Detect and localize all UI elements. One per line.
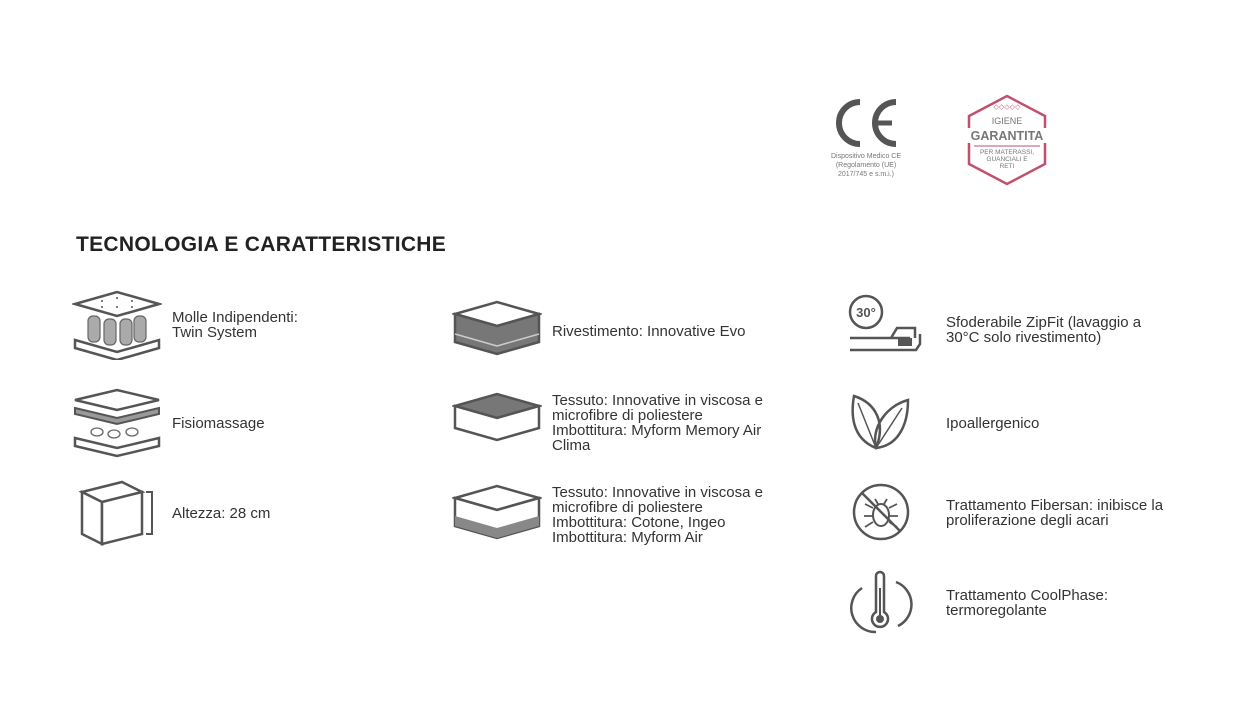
feature-height: Altezza: 28 cm [72,478,270,548]
feature-label: Molle Indipendenti: [172,309,298,326]
feature-pocket-springs: Molle Indipendenti:Twin System [72,290,298,360]
feature-label: microfibre di poliestere [552,407,703,424]
feature-label: Twin System [172,324,258,341]
feature-label: Sfoderabile ZipFit (lavaggio a [946,314,1142,331]
mattress-height-icon [78,480,153,547]
feature-label: Imbottitura: Myform Memory Air [552,422,762,439]
svg-text:IGIENE: IGIENE [992,116,1023,126]
feature-label: Fisiomassage [172,414,265,432]
igiene-garantita-badge: ◇◇◇◇◇ IGIENE GARANTITA PER MATERASSI, GU… [962,94,1052,186]
mattress-cover-icon [452,300,542,356]
wash-30-zip-icon: 30° [848,294,922,352]
feature-myform-air: Tessuto: Innovative in viscosa e microfi… [452,480,763,550]
feature-label: microfibre di poliestere [552,499,703,516]
svg-text:◇◇◇◇◇: ◇◇◇◇◇ [994,104,1022,111]
no-mites-icon [852,483,910,541]
feature-memory-air: Tessuto: Innovative in viscosa e microfi… [452,388,763,458]
pocket-springs-icon [72,290,162,360]
feature-label: Imbottitura: Myform Air [552,529,703,546]
thermometer-cycle-icon [850,570,913,634]
feature-label: Altezza: 28 cm [172,504,271,522]
svg-text:PER MATERASSI,: PER MATERASSI, [980,149,1034,156]
feature-label: proliferazione degli acari [946,512,1109,529]
feature-cover: Rivestimento: Innovative Evo [452,296,745,366]
svg-text:GARANTITA: GARANTITA [971,129,1044,143]
feature-label: Trattamento Fibersan: inibisce la [946,497,1164,514]
feature-label: Tessuto: Innovative in viscosa e [552,484,763,501]
feature-label: Clima [552,437,591,454]
air-layer-icon [452,484,542,540]
feature-label: 30°C solo rivestimento) [946,329,1102,346]
feature-label: Tessuto: Innovative in viscosa e [552,392,763,409]
section-title: TECNOLOGIA E CARATTERISTICHE [76,233,447,256]
ce-caption: Dispositivo Medico CE (Regolamento (UE) … [830,153,902,178]
feature-label: Rivestimento: Innovative Evo [552,322,746,340]
feature-label: termoregolante [946,602,1047,619]
svg-text:RETI: RETI [1000,163,1015,170]
memory-layer-icon [452,392,542,442]
svg-text:GUANCIALI E: GUANCIALI E [986,156,1028,163]
svg-text:30°: 30° [856,305,876,320]
feature-label: Imbottitura: Cotone, Ingeo [552,514,726,531]
feature-label: Trattamento CoolPhase: [946,587,1109,604]
leaves-icon [851,394,910,450]
feature-label: Ipoallergenico [946,414,1040,432]
feature-fisiomassage: Fisiomassage [72,388,265,458]
fisiomassage-icon [73,388,161,458]
ce-mark-logo [830,98,900,153]
feature-coolphase: Trattamento CoolPhase:termoregolante [846,568,1108,638]
feature-hypoallergenic: Ipoallergenico [846,388,1039,458]
